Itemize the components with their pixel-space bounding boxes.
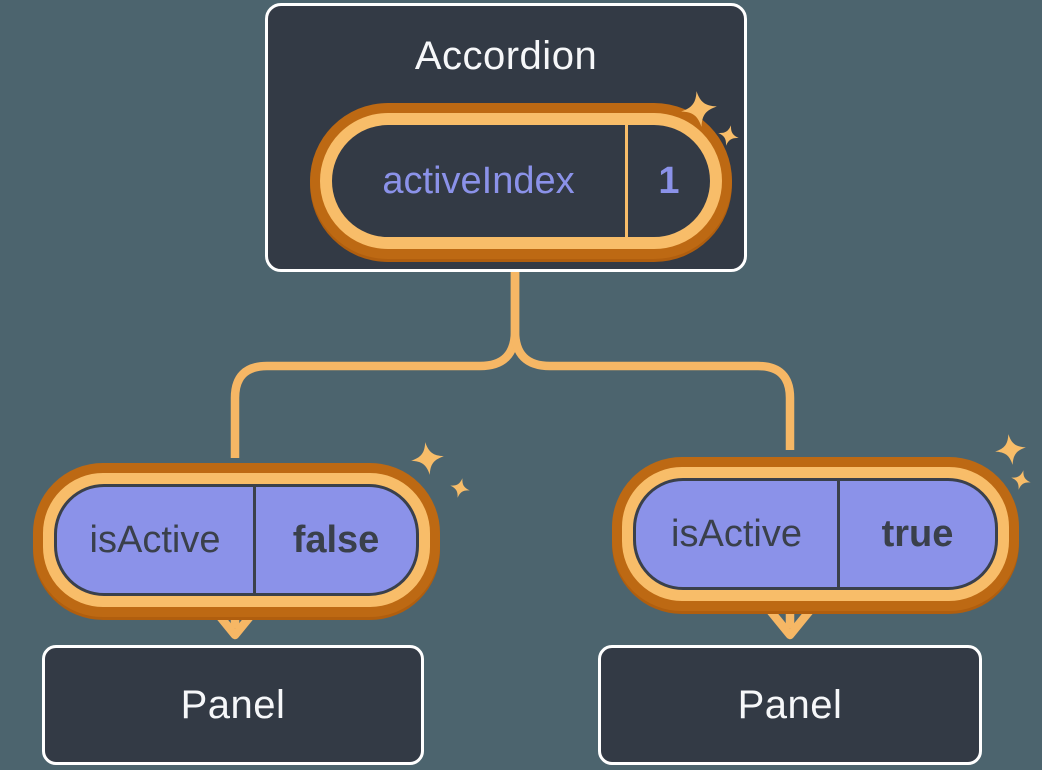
prop-pill-divider xyxy=(837,481,840,587)
arrow-right-head xyxy=(763,603,817,640)
sparkle-icon xyxy=(411,442,444,475)
prop-pill-isactive-true: isActive true xyxy=(612,457,1019,611)
state-name: activeIndex xyxy=(382,159,575,202)
branch-left-line xyxy=(230,269,520,458)
state-value: 1 xyxy=(658,159,680,202)
panel-node-right: Panel xyxy=(598,645,982,765)
accordion-node: Accordion activeIndex 1 xyxy=(265,3,747,272)
sparkle-icon xyxy=(1011,470,1031,490)
accordion-title: Accordion xyxy=(414,34,598,78)
prop-name: isActive xyxy=(671,512,802,555)
prop-name: isActive xyxy=(89,518,221,561)
state-pill-divider xyxy=(625,125,628,237)
sparkle-icon xyxy=(995,434,1026,465)
branch-right-line xyxy=(510,269,795,450)
sparkle-icon xyxy=(681,91,717,127)
sparkle-icon xyxy=(450,478,470,498)
prop-value: false xyxy=(292,518,380,561)
prop-pill-divider xyxy=(253,487,256,593)
state-pill-activeindex: activeIndex 1 xyxy=(320,113,722,249)
prop-value: true xyxy=(881,512,954,555)
prop-pill-isactive-false: isActive false xyxy=(33,463,440,617)
sparkle-icon xyxy=(718,125,739,146)
panel-node-left: Panel xyxy=(42,645,424,765)
